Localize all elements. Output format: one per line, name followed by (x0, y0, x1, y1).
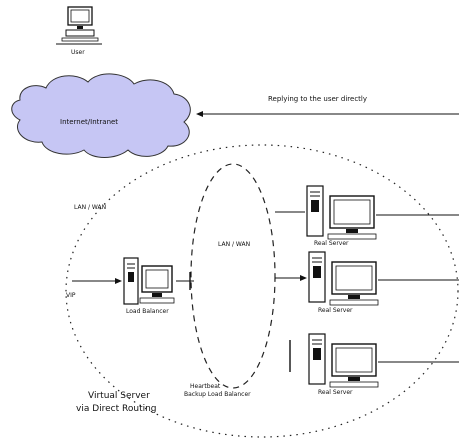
lan-segment-boundary (190, 163, 276, 389)
load-balancer-label: Load Balancer (126, 308, 169, 315)
real-server-3-label: Real Server (318, 389, 353, 396)
reply-arrowhead (196, 111, 203, 117)
real-server-3-icon (308, 333, 379, 388)
diagram-title-line-2: via Direct Routing (76, 404, 157, 414)
lan-top-label: LAN / WAN (74, 204, 107, 211)
user-computer-icon (56, 6, 102, 45)
reply-path (198, 113, 459, 216)
request-arrowhead (115, 278, 122, 284)
real-server-2-label: Real Server (318, 307, 353, 314)
real-server-2-icon (308, 251, 379, 306)
real-server-1-icon (306, 185, 377, 240)
user-label: User (71, 49, 85, 56)
load-balancer-icon (123, 257, 175, 305)
cloud-label: Internet/Intranet (60, 118, 119, 126)
backup-load-balancer-label: Backup Load Balancer (184, 391, 251, 398)
vip-label: VIP (66, 292, 76, 299)
diagram-title-line-1: Virtual Server (88, 391, 150, 401)
real-server-1-label: Real Server (314, 240, 349, 247)
virtual-server-boundary (65, 144, 459, 438)
lan-server-arrowhead (300, 275, 307, 281)
internet-cloud (11, 73, 191, 158)
heartbeat-label: Heartbeat (190, 383, 221, 390)
lan-label: LAN / WAN (218, 241, 251, 248)
reply-label: Replying to the user directly (268, 95, 367, 103)
